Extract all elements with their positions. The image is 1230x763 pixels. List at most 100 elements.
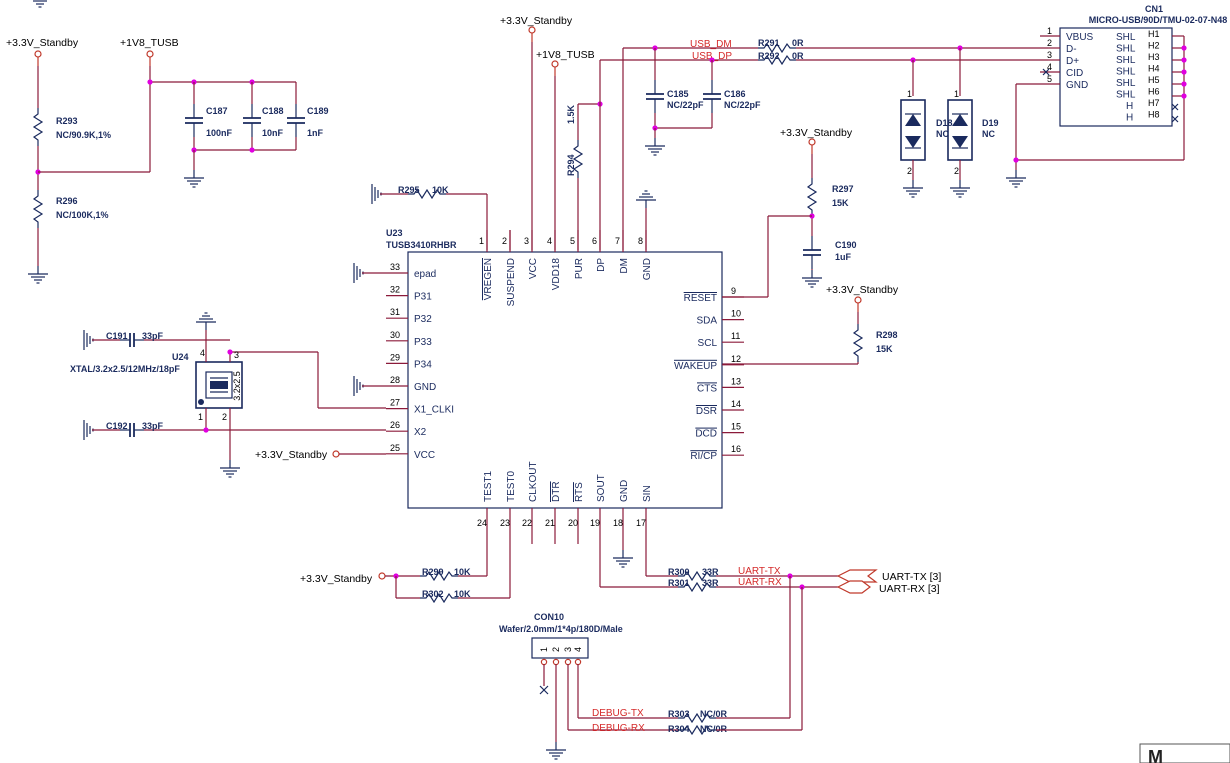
r298-value: 15K xyxy=(876,344,893,354)
u23-pin-name: DCD xyxy=(695,429,717,440)
u23-pin-number: 32 xyxy=(390,285,400,295)
reset-wakeup-section: +3.3V_Standby R297 15K C190 1uF +3.3V_St… xyxy=(722,127,899,365)
u23-pin-name: X2 xyxy=(414,427,427,438)
cn1-shield-number: H8 xyxy=(1148,110,1160,120)
u23-pin-number: 25 xyxy=(390,443,400,453)
usb-section: USB_DM USB_DP C185 NC/22pF C186 NC/22pF … xyxy=(644,4,1227,198)
r295-ref: R295 xyxy=(398,185,420,195)
decoupling-section: +1V8_TUSB C187 100nF C188 10nF C189 1nF xyxy=(120,37,329,188)
u23-pin-name: RESET xyxy=(684,293,717,304)
u23-pin-number: 19 xyxy=(590,518,600,528)
u23-bottom-pins: 24TEST123TEST022CLKOUT21DTR20RTS19SOUT18… xyxy=(477,461,653,530)
cn1-shield-name: H xyxy=(1126,101,1133,112)
r302-ref: R302 xyxy=(422,589,444,599)
resistor-r296-symbol xyxy=(33,189,43,229)
u23-pin-number: 1 xyxy=(479,236,484,246)
ground-con10 xyxy=(545,741,567,760)
u23-pin-name: RTS xyxy=(574,482,585,502)
c188-value: 10nF xyxy=(262,128,284,138)
u23-pin-name: P31 xyxy=(414,292,432,303)
ground-c190 xyxy=(801,269,823,288)
u23-pin-number: 27 xyxy=(390,398,400,408)
c189-value: 1nF xyxy=(307,128,324,138)
r300-value: 33R xyxy=(702,567,719,577)
c186-ref: C186 xyxy=(724,89,746,99)
r297-value: 15K xyxy=(832,198,849,208)
u23-pin-number: 4 xyxy=(547,236,552,246)
cn1-shield-number: H2 xyxy=(1148,41,1160,51)
u23-pin-name: GND xyxy=(642,258,653,280)
u23-right-pins: 9RESET10SDA11SCL12WAKEUP13CTS14DSR15DCD1… xyxy=(674,286,744,462)
svg-text:1: 1 xyxy=(198,412,203,422)
divider-section: +3.3V_Standby R293 NC/90.9K,1% R296 NC/1… xyxy=(6,37,151,284)
cn1-pin-number: 1 xyxy=(1047,26,1052,36)
resistor-r293-symbol xyxy=(33,107,43,147)
ground-c191 xyxy=(83,330,94,350)
port-uart-rx-label: UART-RX [3] xyxy=(879,583,940,595)
cn1-shield-name: SHL xyxy=(1116,44,1136,55)
crystal-section: C191 33pF C192 33pF U24 XTAL/3.2x2.5/12M… xyxy=(70,312,386,478)
d19-ref: D19 xyxy=(982,118,999,128)
resistor-r298-symbol xyxy=(853,323,863,363)
cn1-pin-number: 4 xyxy=(1047,62,1052,72)
cn1-shield-number: H6 xyxy=(1148,87,1160,97)
cn1-pin-name: VBUS xyxy=(1066,32,1094,43)
cn1-shield-name: SHL xyxy=(1116,90,1136,101)
r301-ref: R301 xyxy=(668,578,690,588)
u23-pin-number: 7 xyxy=(615,236,620,246)
u23-pin-name: epad xyxy=(414,269,436,280)
u23-pin-name: RI/CP xyxy=(690,451,717,462)
con10-pin-number: 1 xyxy=(539,647,549,652)
r304-value: NC/0R xyxy=(700,724,728,734)
svg-text:4: 4 xyxy=(200,348,205,358)
diode-d18-symbol xyxy=(900,99,926,161)
r303-ref: R303 xyxy=(668,709,690,719)
u23-pin-name: PUR xyxy=(574,258,585,279)
u23-pin-number: 5 xyxy=(570,236,575,246)
ground-cn1 xyxy=(1005,169,1027,188)
u23-pin-6: 6DP xyxy=(592,230,607,272)
port-uart-tx-label: UART-TX [3] xyxy=(882,571,941,583)
u23-pin-number: 33 xyxy=(390,262,400,272)
u23-body xyxy=(407,251,723,509)
port-uart-rx xyxy=(836,580,871,594)
u23-pin-name: CTS xyxy=(697,383,717,394)
power-label-tusb-top: +1V8_TUSB xyxy=(536,49,595,61)
u23-pin-number: 30 xyxy=(390,330,400,340)
u23-pin-name: TEST0 xyxy=(506,470,517,502)
cn1-shield-number: H3 xyxy=(1148,52,1160,62)
power-label-standby-top: +3.3V_Standby xyxy=(500,15,573,27)
u23-pin-name: VREGEN xyxy=(483,258,494,300)
c185-ref: C185 xyxy=(667,89,689,99)
u23-pin-name: DM xyxy=(619,258,630,274)
net-debug-rx: DEBUG-RX xyxy=(592,723,645,734)
u23-left-pins: 33epad32P3131P3230P3329P3428GND27X1_CLKI… xyxy=(386,262,454,461)
con10-part: Wafer/2.0mm/1*4p/180D/Male xyxy=(499,624,623,634)
cn1-ref: CN1 xyxy=(1145,4,1163,14)
c186-value: NC/22pF xyxy=(724,100,761,110)
ground-u24-pin2 xyxy=(219,459,241,478)
u23-pin-name: VCC xyxy=(414,450,435,461)
u23-pin-name: WAKEUP xyxy=(674,361,717,372)
u23-pin-name: TEST1 xyxy=(483,470,494,502)
power-label-tusb-left: +1V8_TUSB xyxy=(120,37,179,49)
u23-part: TUSB3410RHBR xyxy=(386,240,457,250)
svg-text:1: 1 xyxy=(907,89,912,99)
c189-ref: C189 xyxy=(307,106,329,116)
u23-pin-name: GND xyxy=(414,382,436,393)
r302-value: 10K xyxy=(454,589,471,599)
power-label-standby-vcc: +3.3V_Standby xyxy=(255,449,328,461)
cn1-pin-name: CID xyxy=(1066,68,1083,79)
ground-decoupling xyxy=(183,169,205,188)
r296-value: NC/100K,1% xyxy=(56,210,109,220)
